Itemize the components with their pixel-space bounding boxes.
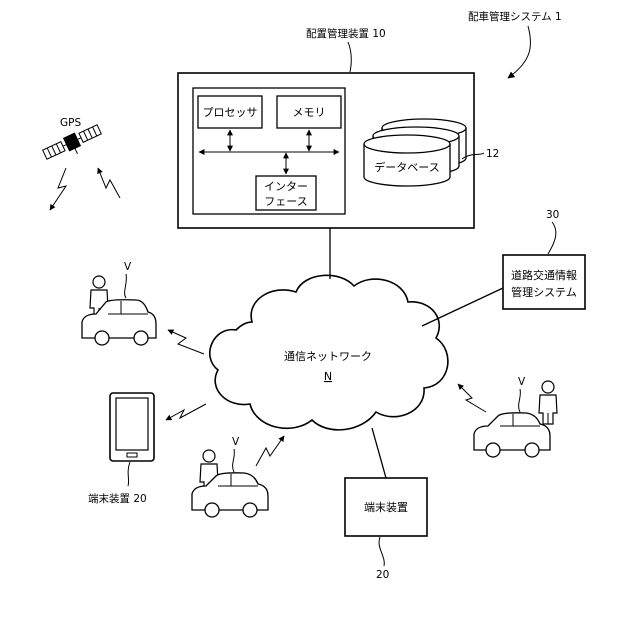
- smartphone-signal: [166, 404, 206, 420]
- road-traffic-label-2: 管理システム: [511, 285, 577, 299]
- vehicle-3: V: [458, 376, 557, 457]
- road-traffic-ref-leader: [548, 222, 556, 254]
- gps-satellite-icon: [42, 123, 105, 166]
- smartphone-leader: [128, 462, 130, 486]
- smartphone-icon: [110, 393, 154, 461]
- terminal-box-ref: 20: [376, 569, 389, 581]
- network-label: 通信ネットワーク: [284, 350, 372, 363]
- vehicle-1-label-leader: [125, 274, 127, 298]
- vehicle-2-label: V: [232, 436, 240, 448]
- dispatch-device-label: 配置管理装置 10: [306, 27, 386, 40]
- gps-label: GPS: [60, 117, 81, 129]
- terminal-network-link: [372, 428, 386, 478]
- terminal-box-ref-leader: [379, 537, 384, 566]
- road-traffic-network-link: [422, 288, 503, 326]
- vehicle-1: V: [82, 261, 204, 354]
- vehicle-2: V: [192, 436, 284, 517]
- car-icon: [474, 413, 550, 457]
- database-label: データベース: [374, 160, 439, 174]
- system-title: 配車管理システム 1: [468, 10, 562, 23]
- vehicle-3-label-leader: [519, 389, 521, 412]
- interface-label-2: フェース: [264, 195, 307, 208]
- processor-label: プロセッサ: [203, 106, 258, 119]
- database-ref: 12: [486, 148, 499, 160]
- terminal-box-label: 端末装置: [364, 500, 408, 514]
- vehicle-2-label-leader: [233, 449, 235, 472]
- smartphone-label: 端末装置 20: [88, 492, 147, 505]
- road-traffic-ref: 30: [546, 209, 559, 221]
- dispatch-device-leader: [348, 42, 351, 72]
- gps-signal-left: [50, 168, 66, 210]
- vehicle-3-label: V: [518, 376, 526, 388]
- vehicle-1-label: V: [124, 261, 132, 273]
- system-title-arrow: [508, 26, 531, 78]
- road-traffic-box: [503, 255, 585, 309]
- vehicle-1-signal: [168, 330, 204, 354]
- vehicle-2-signal: [256, 436, 284, 466]
- vehicle-3-signal: [458, 384, 486, 412]
- road-traffic-label-1: 道路交通情報: [511, 268, 577, 282]
- memory-label: メモリ: [293, 106, 326, 119]
- gps-signal-right: [98, 168, 120, 198]
- person-icon: [539, 381, 557, 424]
- network-ref: N: [324, 370, 332, 383]
- interface-label-1: インター: [264, 180, 308, 193]
